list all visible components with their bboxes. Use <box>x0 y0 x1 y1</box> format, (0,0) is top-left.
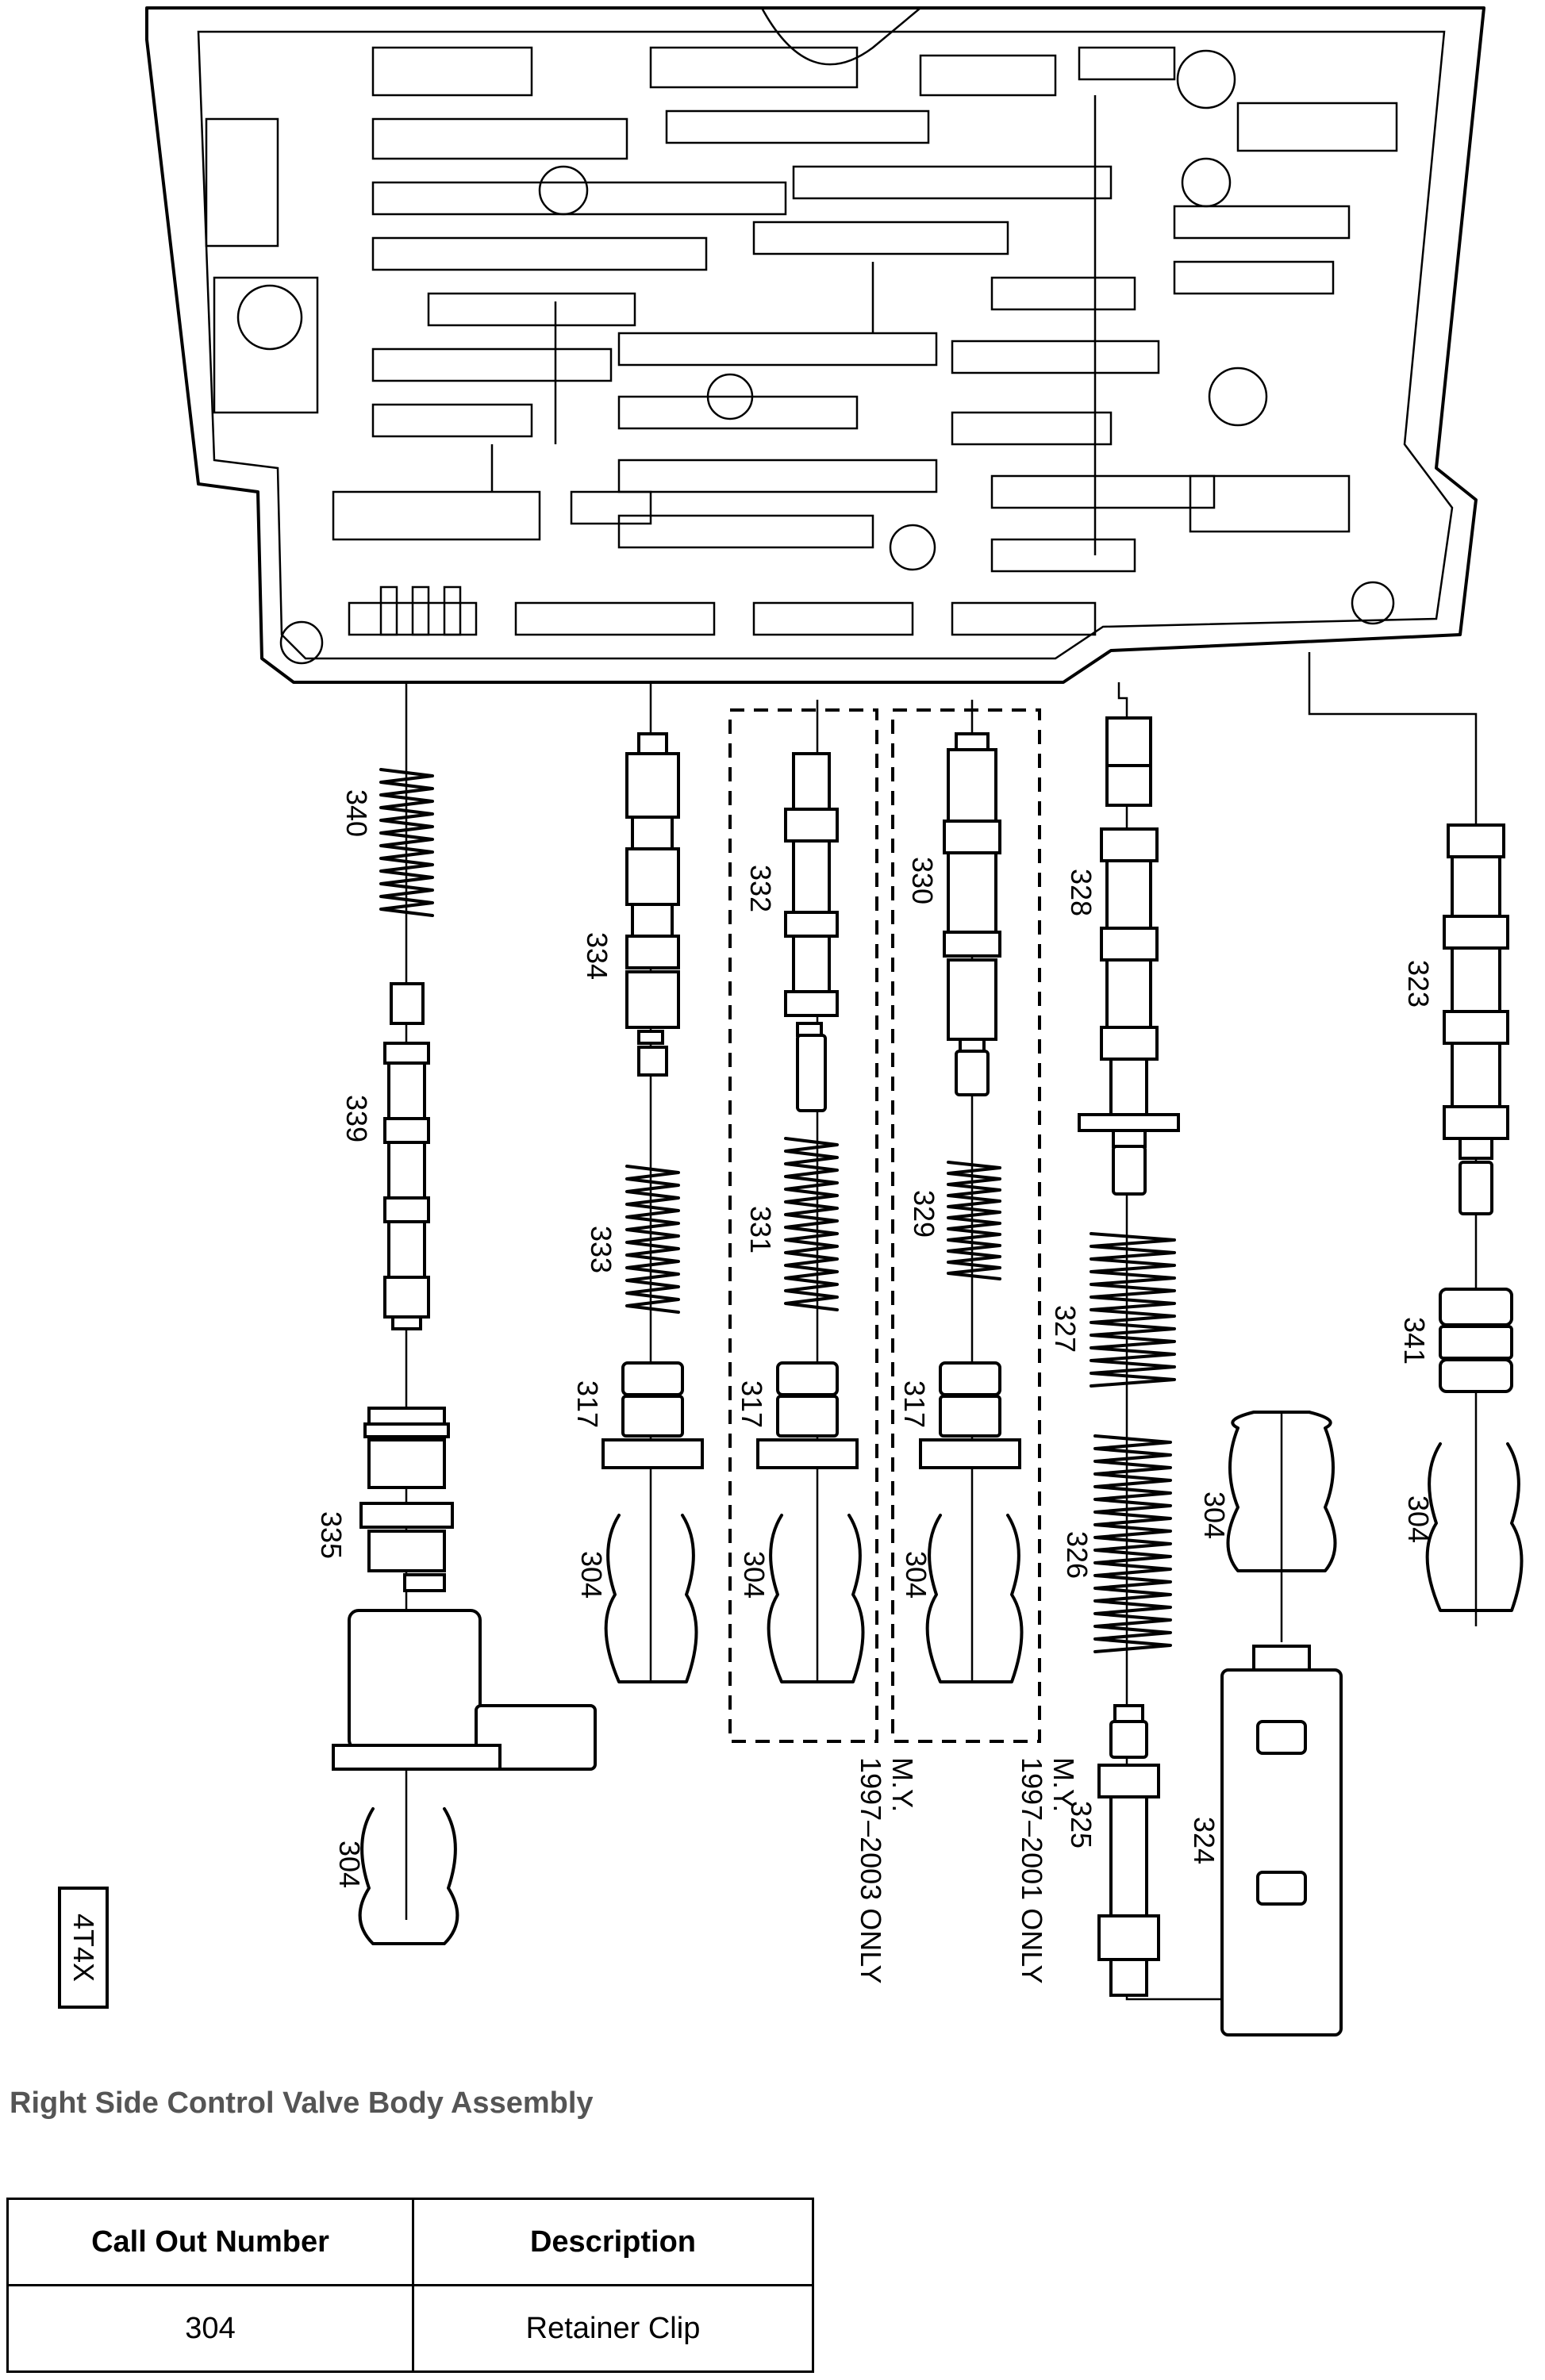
part-323-valve <box>1443 823 1509 1215</box>
part-335-solenoid <box>332 1407 597 1771</box>
part-304-clip-6 <box>1425 1442 1524 1612</box>
dashed-box-1997-2001 <box>891 708 1041 1743</box>
figure-caption: Right Side Control Valve Body Assembly <box>10 2086 594 2120</box>
part-317-plug-1 <box>601 1361 704 1469</box>
valve-body-exploded-diagram: 340 339 335 304 334 333 317 304 332 331 … <box>58 6 1524 2036</box>
callout-341: 341 <box>1398 1317 1431 1365</box>
part-304-clip-3 <box>767 1514 865 1683</box>
callout-326: 326 <box>1061 1531 1093 1579</box>
callout-317-b: 317 <box>736 1380 768 1428</box>
header-description: Description <box>412 2198 814 2286</box>
callout-304-b: 304 <box>575 1551 608 1599</box>
model-tag-box: 4T4X <box>58 1887 109 2009</box>
callout-table: Call Out Number Description 304 Retainer… <box>6 2198 814 2373</box>
callout-332: 332 <box>744 865 777 912</box>
part-304-clip-2 <box>604 1514 698 1683</box>
valve-body-plate <box>145 6 1485 684</box>
callout-304-f: 304 <box>1402 1495 1435 1543</box>
part-334-valve <box>625 732 680 1077</box>
table-header-row: Call Out Number Description <box>6 2198 814 2286</box>
part-341-plug <box>1439 1288 1513 1393</box>
part-327-spring <box>1090 1232 1176 1388</box>
callout-324: 324 <box>1188 1817 1220 1864</box>
callout-323: 323 <box>1402 960 1435 1008</box>
callout-304-d: 304 <box>900 1551 932 1599</box>
part-339-valve <box>383 982 430 1330</box>
part-332-valve <box>784 752 839 1112</box>
part-304-clip-5 <box>1226 1411 1337 1642</box>
part-333-spring <box>625 1165 680 1314</box>
callout-331: 331 <box>744 1206 777 1253</box>
callout-325: 325 <box>1065 1801 1097 1848</box>
cell-description: Retainer Clip <box>412 2284 814 2373</box>
note-1997-2003-line2: 1997–2003 ONLY <box>855 1757 887 1984</box>
part-324-sleeve <box>1220 1645 1343 2036</box>
cell-call-out-number: 304 <box>6 2284 414 2373</box>
model-tag-label: 4T4X <box>67 1914 100 1982</box>
part-304-clip-1 <box>358 1807 459 1945</box>
header-call-out-number: Call Out Number <box>6 2198 414 2286</box>
callout-304-e: 304 <box>1198 1491 1231 1539</box>
part-340-spring <box>379 768 434 917</box>
callout-317-c: 317 <box>898 1380 931 1428</box>
callout-labels: 340 339 335 304 334 333 317 304 332 331 … <box>315 789 1435 1888</box>
part-328-valve <box>1078 716 1180 1196</box>
callout-340: 340 <box>340 789 373 837</box>
note-1997-2001-line1: M.Y. <box>1047 1757 1080 1812</box>
part-304-clip-4 <box>925 1514 1024 1683</box>
part-326-spring <box>1093 1434 1172 1653</box>
callout-317-a: 317 <box>571 1380 604 1428</box>
part-331-spring <box>784 1137 839 1311</box>
dashed-box-1997-2003 <box>728 708 878 1743</box>
model-year-notes: M.Y. 1997–2003 ONLY M.Y. 1997–2001 ONLY <box>855 1757 1080 1984</box>
part-317-plug-3 <box>919 1361 1021 1469</box>
callout-329: 329 <box>908 1190 940 1238</box>
callout-327: 327 <box>1049 1305 1082 1353</box>
table-row: 304 Retainer Clip <box>6 2284 814 2373</box>
part-330-valve <box>943 732 1001 1096</box>
callout-334: 334 <box>581 932 613 980</box>
part-317-plug-2 <box>756 1361 859 1469</box>
callout-328: 328 <box>1065 869 1097 916</box>
part-325-valve <box>1097 1704 1160 1997</box>
callout-304-c: 304 <box>738 1551 771 1599</box>
callout-339: 339 <box>340 1095 373 1142</box>
callout-330: 330 <box>906 857 939 904</box>
callout-304-a: 304 <box>333 1841 366 1888</box>
note-1997-2003-line1: M.Y. <box>886 1757 919 1812</box>
note-1997-2001-line2: 1997–2001 ONLY <box>1016 1757 1048 1984</box>
part-329-spring <box>947 1161 1001 1280</box>
callout-333: 333 <box>585 1226 617 1273</box>
callout-335: 335 <box>315 1511 348 1559</box>
